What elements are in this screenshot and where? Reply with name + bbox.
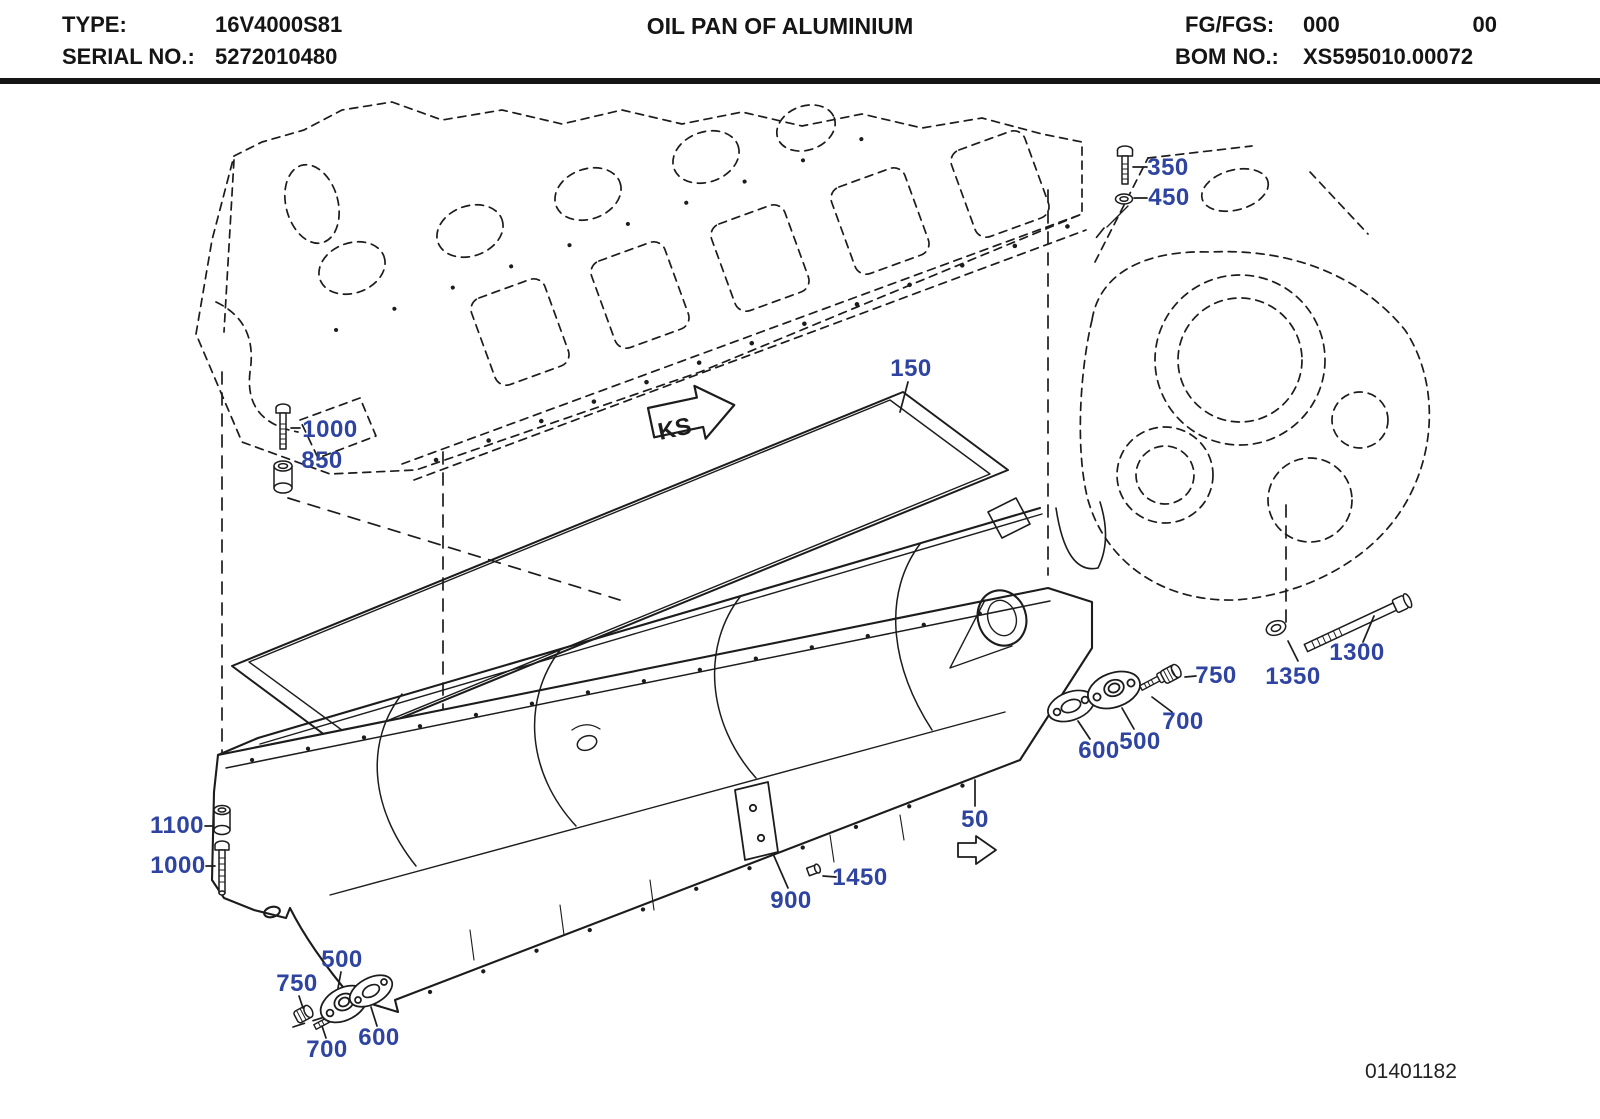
leader-1350	[1287, 640, 1299, 662]
bom-value: XS595010.00072	[1303, 44, 1474, 69]
oil-pan	[210, 506, 1094, 1014]
engine-block-bolt-holes	[334, 126, 1077, 463]
page-title: OIL PAN OF ALUMINIUM	[646, 13, 914, 39]
ks-direction-label: KS	[656, 413, 694, 446]
fg-label: FG/FGS:	[1185, 12, 1275, 37]
leader-600-bottom	[370, 1006, 378, 1027]
leader-700-bottom	[321, 1025, 327, 1039]
serial-value: 5272010480	[215, 44, 338, 69]
washer-1350-icon	[1265, 619, 1287, 637]
flange-500-right-icon	[1087, 670, 1141, 710]
sleeve-1100-icon	[213, 804, 231, 836]
leader-700-right	[1151, 696, 1173, 713]
leader-750-bottom	[298, 995, 304, 1009]
engine-block-outline	[195, 101, 1087, 481]
gasket-600-right-icon	[1047, 689, 1095, 723]
fg-value: 000	[1303, 12, 1340, 37]
type-label: TYPE:	[62, 12, 127, 37]
bolt-1000-top-icon	[275, 403, 291, 450]
washer-450-icon	[1114, 193, 1134, 205]
sleeve-850-icon	[273, 460, 293, 494]
leader-450b	[1106, 205, 1129, 228]
plug-750-bottom-icon	[293, 1004, 314, 1024]
oil-pan-gasket	[231, 391, 1107, 745]
leader-900	[773, 855, 789, 889]
bolt-1300-icon	[1303, 593, 1413, 653]
drawing-number: 01401182	[1365, 1060, 1457, 1083]
leader-750-right	[1184, 675, 1197, 678]
serial-label: SERIAL NO.:	[62, 44, 195, 69]
type-value: 16V4000S81	[215, 12, 343, 37]
ks-direction-arrow-icon	[646, 384, 736, 440]
bolt-1000-bottom-icon	[214, 840, 230, 896]
screw-1450	[805, 863, 822, 877]
leader-500-right	[1121, 707, 1135, 730]
bolt-350-icon	[1116, 145, 1134, 185]
plug-750-right-icon	[1160, 663, 1182, 684]
bom-label: BOM NO.:	[1175, 44, 1279, 69]
leader-1450	[822, 875, 837, 878]
arrow-50-icon	[957, 835, 997, 865]
leader-150	[899, 381, 909, 413]
leader-1300	[1362, 615, 1375, 643]
gasket-600-bottom-icon	[348, 974, 394, 1008]
title-block: TYPE: 16V4000S81 SERIAL NO.: 5272010480 …	[0, 0, 1600, 84]
fg-suffix: 00	[1472, 12, 1497, 37]
gear-housing-outline	[1079, 145, 1431, 601]
leader-600-right	[1077, 720, 1091, 740]
leader-500-bottom	[337, 971, 342, 989]
bracket-900	[734, 781, 779, 861]
